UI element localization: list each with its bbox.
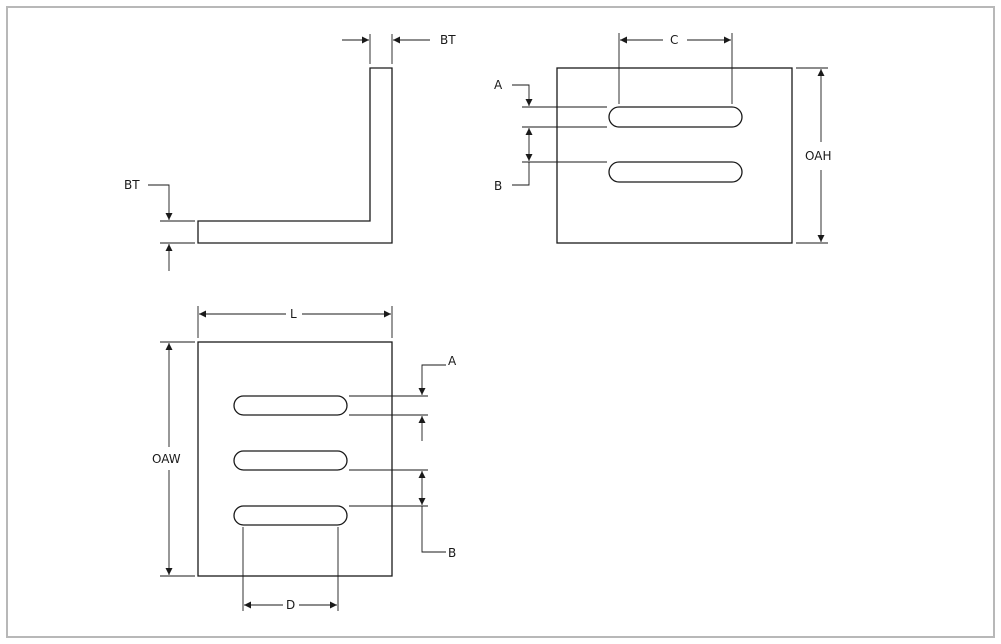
slot-5: [233, 505, 348, 526]
side-view: BT BT: [124, 33, 456, 271]
b-bottom-dimension: B: [349, 469, 456, 560]
oah-label: OAH: [805, 149, 831, 163]
slot-4: [233, 450, 348, 471]
slot-3: [233, 395, 348, 416]
a-top-label: A: [494, 78, 503, 92]
a-bottom-dimension: A: [349, 354, 457, 441]
drawing-frame: [6, 6, 995, 638]
l-dimension: L: [197, 306, 393, 338]
b-bottom-label: B: [448, 546, 456, 560]
b-top-dimension: B: [494, 126, 607, 193]
a-top-dimension: A: [494, 78, 607, 108]
c-dimension: C: [618, 33, 733, 104]
a-bottom-label: A: [448, 354, 457, 368]
slot-2: [608, 161, 743, 183]
bt-top-dimension: BT: [342, 33, 456, 64]
bt-left-label: BT: [124, 178, 140, 192]
d-label: D: [286, 598, 295, 612]
bt-left-dimension: BT: [124, 178, 195, 271]
slot-1: [608, 106, 743, 128]
plate-view-oah: C A B OAH: [494, 33, 831, 244]
oaw-label: OAW: [152, 452, 181, 466]
oah-dimension: OAH: [796, 67, 831, 244]
bt-top-label: BT: [440, 33, 456, 47]
d-dimension: D: [242, 527, 339, 612]
plate-view-oaw: L OAW A B: [152, 306, 457, 612]
oaw-dimension: OAW: [152, 341, 195, 577]
plate-oah-outline: [556, 67, 793, 244]
l-label: L: [290, 307, 297, 321]
b-top-label: B: [494, 179, 502, 193]
side-view-profile: [197, 67, 393, 244]
c-label: C: [670, 33, 678, 47]
